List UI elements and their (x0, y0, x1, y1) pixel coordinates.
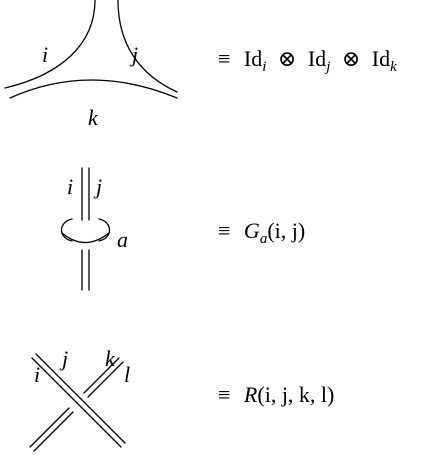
vertex-label-k: k (88, 105, 99, 130)
vertex-strand-right (117, 0, 178, 93)
crossing-R: R (243, 382, 258, 407)
crossing-equation: ≡ R(i, j, k, l) (218, 382, 334, 407)
crossing-over-strand-1 (31, 357, 122, 448)
crossing-args: (i, j, k, l) (257, 382, 334, 407)
loop-diagram: i j a (60, 167, 128, 291)
vertex-sub-j: j (324, 59, 330, 75)
vertex-id-k: Id (372, 46, 390, 71)
loop-label-i: i (67, 174, 73, 199)
crossing-over-strand-2 (35, 353, 126, 444)
loop-sub-a: a (260, 231, 268, 247)
crossing-under-strand-lower-2 (33, 411, 74, 452)
loop-arc-right (98, 218, 111, 242)
crossing-label-j: j (59, 346, 68, 371)
loop-label-j: j (93, 174, 102, 199)
vertex-strand-bottom (9, 79, 178, 99)
vertex-otimes-1: ⊗ (278, 46, 296, 71)
vertex-diagram: i j k (4, 0, 178, 130)
vertex-sub-i: i (262, 59, 266, 75)
loop-equiv-symbol: ≡ (218, 218, 230, 243)
vertex-sub-k: k (390, 59, 397, 75)
vertex-label-i: i (42, 42, 48, 67)
crossing-label-l: l (124, 362, 130, 387)
loop-equation: ≡ Ga(i, j) (218, 218, 305, 247)
crossing-label-i: i (34, 362, 40, 387)
crossing-diagram: i j k l (29, 346, 130, 452)
loop-args: (i, j) (267, 218, 305, 243)
crossing-under-strand-upper-1 (83, 357, 120, 394)
crossing-equiv-symbol: ≡ (218, 382, 230, 407)
loop-label-a: a (117, 227, 128, 252)
loop-arc-left (60, 218, 73, 242)
vertex-strand-left (4, 0, 96, 89)
vertex-equiv-symbol: ≡ (218, 46, 230, 71)
vertex-label-j: j (129, 42, 138, 67)
vertex-otimes-2: ⊗ (342, 46, 360, 71)
loop-G: G (244, 218, 260, 243)
crossing-under-strand-upper-2 (87, 361, 124, 398)
crossing-under-strand-lower-1 (29, 407, 70, 448)
vertex-id-i: Id (244, 46, 262, 71)
crossing-label-k: k (105, 346, 116, 371)
vertex-id-j: Id (308, 46, 326, 71)
vertex-equation: ≡ Idi ⊗ Idj ⊗ Idk (218, 46, 397, 76)
loop-arc-bottom (61, 232, 110, 244)
